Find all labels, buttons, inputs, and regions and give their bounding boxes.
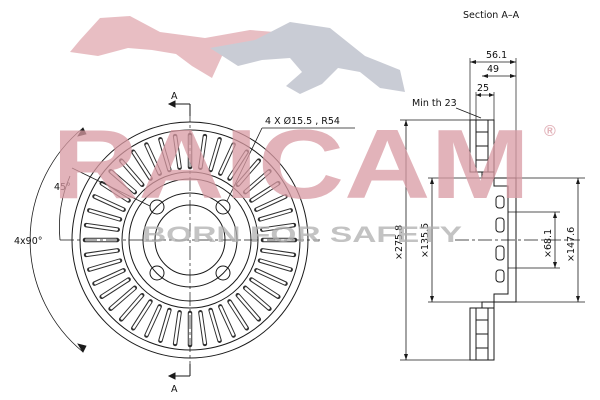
vent-slot-inner bbox=[261, 249, 295, 257]
vent-slot-inner bbox=[110, 170, 136, 193]
vent-slot-inner bbox=[173, 135, 181, 169]
dia-hat-label: ×147.6 bbox=[566, 227, 577, 262]
vent-slot-inner bbox=[259, 259, 292, 271]
section-cut-line bbox=[167, 100, 191, 380]
vent-slot-inner bbox=[101, 182, 129, 202]
hole-callout-label: 4 X Ø15.5 , R54 bbox=[265, 116, 340, 127]
section-extension-lines bbox=[400, 58, 585, 361]
vent-slot-inner bbox=[94, 269, 124, 285]
vent-slot-inner bbox=[244, 287, 270, 310]
section-view bbox=[400, 58, 585, 361]
vent-slot-inner bbox=[101, 278, 129, 298]
center-lines bbox=[60, 108, 320, 378]
vent-slot-inner bbox=[228, 301, 248, 329]
vent-slot-inner bbox=[159, 138, 171, 171]
vent-slot-inner bbox=[120, 294, 143, 320]
vent-slot-inner bbox=[110, 287, 136, 310]
bolt-hole-icon bbox=[215, 199, 231, 215]
bolt-hole-icon bbox=[149, 199, 165, 215]
hat-bolt-slots bbox=[495, 195, 505, 283]
vent-slot-inner bbox=[199, 135, 207, 169]
vent-slot-inner bbox=[259, 209, 292, 221]
dia-outer-label: ×275.8 bbox=[394, 225, 405, 260]
vent-slot-inner bbox=[256, 195, 286, 211]
ventilation-slots bbox=[82, 132, 298, 348]
vent-slot-inner bbox=[132, 301, 152, 329]
min-thickness-label: Min th 23 bbox=[412, 98, 457, 109]
vent-slot-inner bbox=[209, 138, 221, 171]
bolt-hole-icon bbox=[149, 265, 165, 281]
section-title: Section A–A bbox=[463, 10, 520, 21]
vent-slot-inner bbox=[244, 170, 270, 193]
vent-slot-inner bbox=[88, 209, 121, 221]
vent-slot-inner bbox=[145, 306, 161, 336]
vent-slot-inner bbox=[159, 309, 171, 342]
vent-slot-inner bbox=[237, 160, 260, 186]
vent-slot-inner bbox=[85, 223, 119, 231]
vent-slot-inner bbox=[132, 151, 152, 179]
vent-slot-inner bbox=[219, 144, 235, 174]
dimension-arrowheads bbox=[404, 60, 580, 360]
dim-hat-depth: 49 bbox=[487, 64, 499, 75]
rotor-friction-ring-bottom bbox=[469, 307, 495, 361]
dim-thickness: 25 bbox=[477, 83, 489, 94]
watermark: RAICAM ® BORN FOR SAFETY bbox=[52, 16, 556, 247]
hole-callout-leader bbox=[226, 127, 355, 202]
section-marker-bottom: A bbox=[171, 384, 178, 395]
vent-slot-inner bbox=[237, 294, 260, 320]
vent-slot-inner bbox=[88, 259, 121, 271]
vent-slot-inner bbox=[251, 278, 279, 298]
dia-bore-label: ×135.5 bbox=[420, 223, 431, 258]
watermark-brand: RAICAM bbox=[52, 109, 530, 219]
vent-slot-inner bbox=[145, 144, 161, 174]
bolt-holes bbox=[149, 199, 231, 281]
pattern-label: 4x90° bbox=[14, 236, 43, 247]
watermark-slogan: BORN FOR SAFETY bbox=[142, 222, 462, 247]
vent-slot-inner bbox=[173, 311, 181, 345]
watermark-registered: ® bbox=[544, 123, 556, 140]
angle-dimension-arcs bbox=[29, 127, 151, 353]
vent-slot-inner bbox=[199, 311, 207, 345]
front-view bbox=[29, 100, 355, 380]
vent-slot-inner bbox=[228, 151, 248, 179]
section-dimension-lines bbox=[405, 61, 579, 360]
vent-slot-inner bbox=[251, 182, 279, 202]
vent-slot-inner bbox=[256, 269, 286, 285]
vent-slot-inner bbox=[120, 160, 143, 186]
dia-center-label: ×68.1 bbox=[543, 229, 554, 258]
vent-slot-inner bbox=[209, 309, 221, 342]
puma-logo-icon bbox=[70, 16, 405, 94]
vent-slot-inner bbox=[85, 249, 119, 257]
dim-overall-width: 56.1 bbox=[486, 50, 507, 61]
bolt-hole-icon bbox=[215, 265, 231, 281]
angle-label: 45° bbox=[54, 182, 71, 193]
vent-slot-inner bbox=[219, 306, 235, 336]
vent-slot-inner bbox=[94, 195, 124, 211]
section-marker-top: A bbox=[171, 91, 178, 102]
vent-slot-inner bbox=[261, 223, 295, 231]
